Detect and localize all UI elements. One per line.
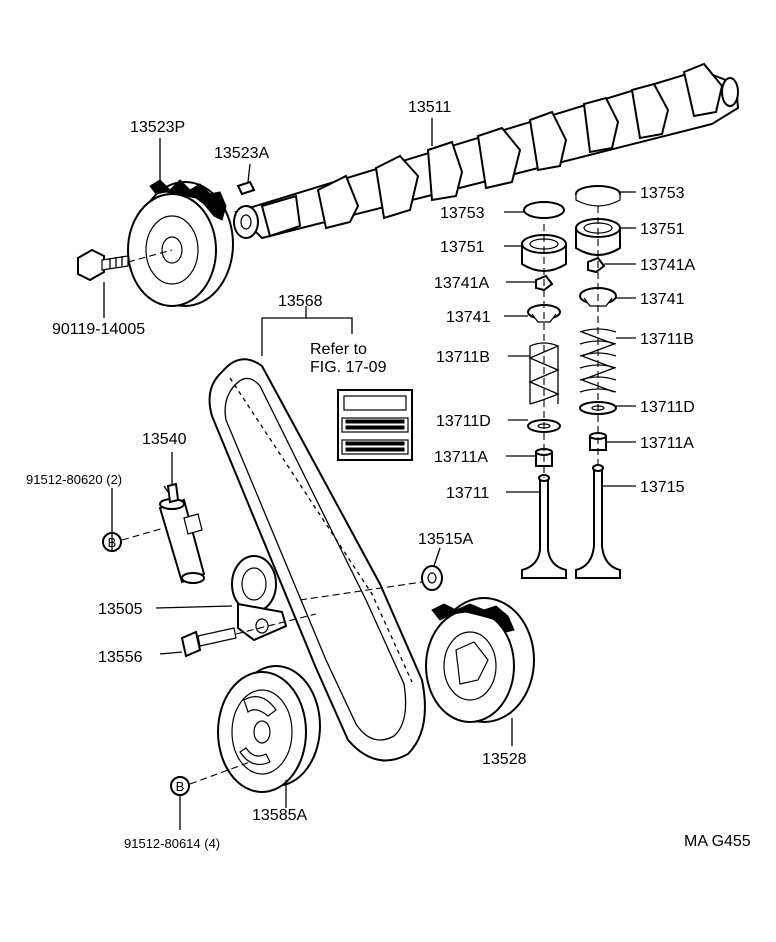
valve-lifter-right[interactable] bbox=[575, 218, 621, 256]
label-13711: 13711 bbox=[446, 485, 489, 502]
belt-callout-bracket bbox=[261, 306, 353, 356]
label-refer-to: Refer to bbox=[310, 341, 367, 358]
label-13753-left: 13753 bbox=[440, 205, 485, 222]
label-13505: 13505 bbox=[98, 601, 143, 618]
label-13711A-left: 13711A bbox=[434, 449, 488, 466]
crankshaft-washer[interactable] bbox=[421, 565, 443, 591]
label-13753-right: 13753 bbox=[640, 185, 685, 202]
valve-keeper-right[interactable] bbox=[587, 256, 606, 274]
idler-pulley-bolt[interactable] bbox=[180, 627, 237, 658]
label-13741-right: 13741 bbox=[640, 291, 685, 308]
label-13585A: 13585A bbox=[252, 807, 307, 824]
label-13715: 13715 bbox=[640, 479, 685, 496]
label-13711B-left: 13711B bbox=[436, 349, 490, 366]
pulley-bolt[interactable] bbox=[77, 248, 129, 282]
label-13556: 13556 bbox=[98, 649, 143, 666]
idler-pulley[interactable] bbox=[231, 555, 288, 642]
label-13540: 13540 bbox=[142, 431, 187, 448]
label-13711D-left: 13711D bbox=[436, 413, 491, 430]
refer-figure-icon bbox=[337, 389, 413, 461]
label-13515A: 13515A bbox=[418, 531, 473, 548]
shim-right[interactable] bbox=[575, 185, 621, 207]
shim-left[interactable] bbox=[523, 201, 565, 219]
label-90119-14005: 90119-14005 bbox=[52, 321, 145, 338]
svg-text:B: B bbox=[176, 779, 185, 794]
crankshaft-pulley[interactable] bbox=[217, 665, 321, 793]
crankshaft-timing-pulley[interactable] bbox=[425, 597, 535, 723]
figure-code: MA G455 bbox=[684, 833, 751, 850]
woodruff-key[interactable] bbox=[236, 180, 256, 196]
intake-valve[interactable] bbox=[521, 474, 567, 579]
part-labels: 13523P 13523A 13511 13753 13753 13751 13… bbox=[26, 99, 751, 851]
label-13741A-right: 13741A bbox=[640, 257, 695, 274]
timing-belt-tensioner[interactable] bbox=[158, 482, 206, 584]
dashed-center-lines bbox=[121, 206, 599, 785]
label-13511: 13511 bbox=[408, 99, 451, 116]
label-13523P: 13523P bbox=[130, 119, 185, 136]
camshaft-timing-pulley[interactable] bbox=[127, 179, 234, 307]
timing-belt[interactable] bbox=[208, 358, 426, 762]
camshaft[interactable] bbox=[233, 62, 740, 240]
exhaust-valve[interactable] bbox=[575, 464, 621, 579]
label-13751-left: 13751 bbox=[440, 239, 485, 256]
label-13751-right: 13751 bbox=[640, 221, 685, 238]
label-13741A-left: 13741A bbox=[434, 275, 489, 292]
label-13523A: 13523A bbox=[214, 145, 269, 162]
label-13711B-right: 13711B bbox=[640, 331, 694, 348]
label-91512-80614: 91512-80614 (4) bbox=[124, 836, 220, 851]
label-13568: 13568 bbox=[278, 293, 323, 310]
label-13711A-right: 13711A bbox=[640, 435, 694, 452]
leader-lines bbox=[103, 118, 636, 830]
label-91512-80620: 91512-80620 (2) bbox=[26, 472, 122, 487]
label-13741-left: 13741 bbox=[446, 309, 491, 326]
label-13711D-right: 13711D bbox=[640, 399, 695, 416]
label-fig-17-09: FIG. 17-09 bbox=[310, 359, 387, 376]
bolt-marker-b-lower: B bbox=[170, 776, 190, 796]
label-13528: 13528 bbox=[482, 751, 527, 768]
